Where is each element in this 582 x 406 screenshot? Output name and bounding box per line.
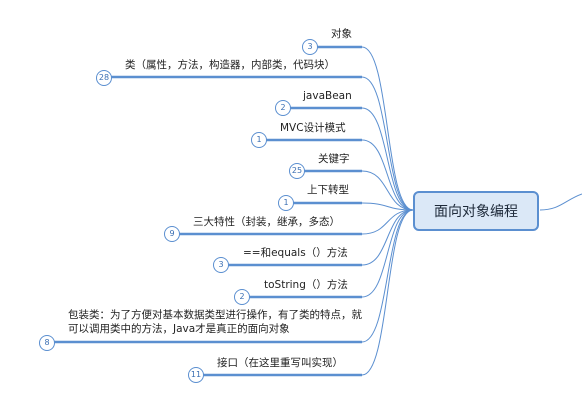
topic-label-wrapper-class[interactable]: 包装类：为了方便对基本数据类型进行操作，有了类的特点，就可以调用类中的方法，Ja… [68,309,362,335]
topic-label-three-features[interactable]: 三大特性（封装，继承，多态） [193,216,340,228]
topic-count-badge[interactable]: 9 [164,226,180,242]
topic-count-badge[interactable]: 28 [96,70,112,86]
topic-count-badge[interactable]: 2 [234,289,250,305]
topic-count-badge[interactable]: 3 [302,39,318,55]
topic-label-tostring[interactable]: toString（）方法 [264,279,348,291]
branch-curve-6 [361,202,414,211]
topic-label-keywords[interactable]: 关键字 [318,153,350,165]
topic-label-interface[interactable]: 接口（在这里重写叫实现） [217,357,343,369]
topic-count-badge[interactable]: 8 [39,335,55,351]
topic-count-badge[interactable]: 11 [188,367,204,383]
topic-label-mvc[interactable]: MVC设计模式 [280,122,346,134]
branch-curve-11 [361,209,414,376]
topic-count-badge[interactable]: 2 [275,100,291,116]
branch-curve-3 [361,107,414,211]
central-outgoing-curve [539,193,582,211]
branch-curve-9 [361,209,414,298]
branch-curve-4 [361,139,414,211]
branch-curve-2 [361,76,414,211]
topic-count-badge[interactable]: 1 [251,132,267,148]
branch-curve-8 [361,209,414,266]
topic-label-equals[interactable]: ==和equals（）方法 [243,247,348,259]
topic-count-badge[interactable]: 3 [213,257,229,273]
topic-label-casting[interactable]: 上下转型 [307,184,349,196]
topic-label-object[interactable]: 对象 [331,28,352,40]
branch-curve-10 [361,209,414,343]
central-topic-label: 面向对象编程 [434,204,518,220]
branch-curve-5 [361,170,414,211]
central-topic[interactable]: 面向对象编程 [413,191,539,231]
topic-label-javabean[interactable]: javaBean [303,90,352,102]
topic-label-class[interactable]: 类（属性，方法，构造器，内部类，代码块） [125,59,335,71]
branch-curve-7 [361,209,414,235]
branch-curve-1 [361,46,414,211]
topic-count-badge[interactable]: 25 [289,163,305,179]
topic-count-badge[interactable]: 1 [278,195,294,211]
